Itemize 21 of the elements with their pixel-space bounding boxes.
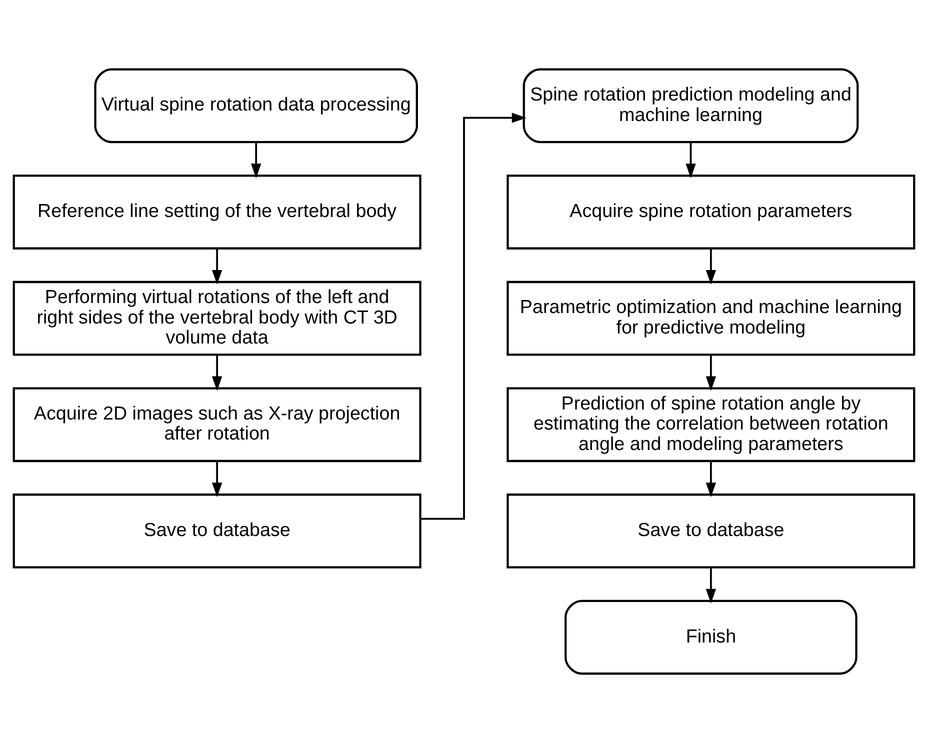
arrow — [420, 112, 526, 520]
node-box: Save to database — [506, 493, 916, 568]
node-box: Finish — [564, 599, 858, 674]
node-box: Prediction of spine rotation angle by estimating the correlation between rotation angle and modeling parameters — [506, 386, 916, 462]
arrow — [706, 248, 716, 284]
node-box: Reference line setting of the vertebral body — [12, 174, 422, 249]
node-box: Performing virtual rotations of the left and right sides of the vertebral body with CT 3D volume data — [12, 280, 422, 356]
arrow — [686, 142, 696, 178]
node-box: Parametric optimization and machine learning for predictive modeling — [506, 280, 916, 356]
node-box: Acquire spine rotation parameters — [506, 174, 916, 249]
node-box: Acquire 2D images such as X-ray projection after rotation — [12, 386, 422, 462]
arrow — [250, 142, 262, 178]
arrow — [706, 354, 716, 390]
node-box: Save to database — [12, 493, 422, 568]
arrow — [706, 567, 716, 603]
arrow — [212, 460, 222, 497]
arrow — [212, 354, 222, 390]
node-box: Spine rotation prediction modeling and machine learning — [522, 68, 859, 143]
arrow — [212, 248, 222, 284]
arrow — [706, 460, 716, 497]
node-box: Virtual spine rotation data processing — [94, 68, 418, 143]
